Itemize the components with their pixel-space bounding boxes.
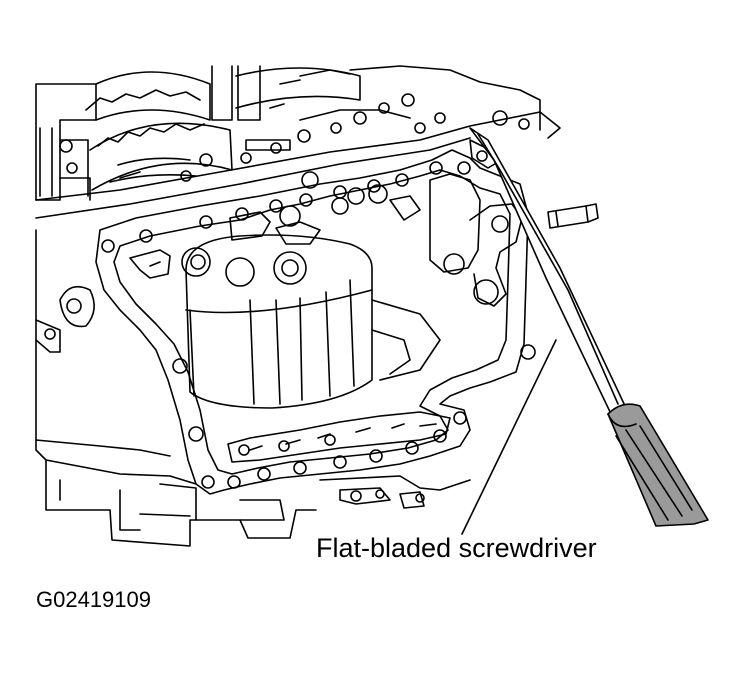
- gasket-outline: [95, 149, 536, 495]
- lower-case: [35, 229, 471, 547]
- figure-id: G02419109: [36, 587, 151, 612]
- callout-leader-line: [461, 339, 557, 535]
- detent-lever-area: [429, 139, 523, 307]
- flat-bladed-screwdriver: [469, 127, 709, 527]
- pin: [547, 203, 599, 229]
- upper-gear-assembly: [35, 65, 541, 201]
- screwdriver-callout-label: Flat-bladed screwdriver: [316, 533, 597, 563]
- valve-body-top-plate: [35, 93, 561, 219]
- oil-strainer: [185, 234, 441, 409]
